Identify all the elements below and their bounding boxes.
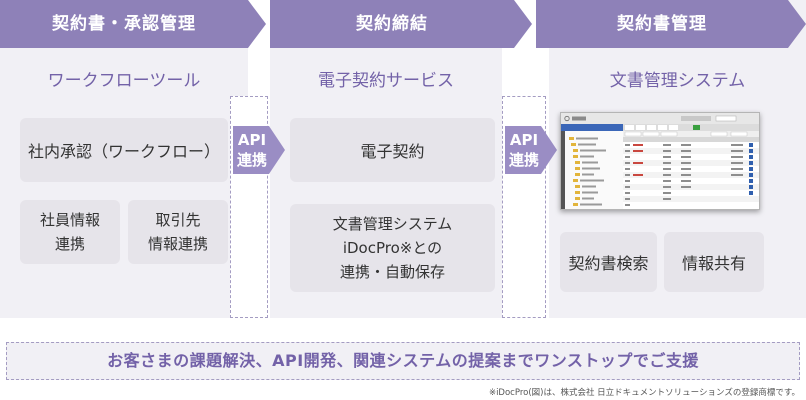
box-info-sharing: 情報共有 bbox=[664, 232, 764, 292]
box-idocpro-line2: iDocPro※との bbox=[342, 239, 443, 257]
api-link-label-2: API 連携 bbox=[505, 130, 543, 170]
trademark-footnote: ※iDocPro(図)は、株式会社 日立ドキュメントソリューションズの登録商標で… bbox=[488, 388, 800, 398]
column-header-workflow: 契約書・承認管理 bbox=[52, 14, 196, 34]
box-employee-info: 社員情報 連携 bbox=[20, 200, 120, 264]
box-internal-approval: 社内承認（ワークフロー） bbox=[20, 118, 228, 182]
header-chevron-workflow: 契約書・承認管理 bbox=[0, 0, 266, 48]
box-contract-search: 契約書検索 bbox=[560, 232, 657, 292]
api-link-arrow-2: API 連携 bbox=[505, 126, 557, 174]
box-esign: 電子契約 bbox=[290, 118, 495, 182]
subtitle-esign-service: 電子契約サービス bbox=[318, 71, 454, 91]
api-link-2-line2: 連携 bbox=[508, 151, 539, 169]
box-info-sharing-label: 情報共有 bbox=[681, 254, 746, 273]
box-supplier-info-line2: 情報連携 bbox=[147, 235, 208, 253]
header-chevron-esign: 契約締結 bbox=[270, 0, 532, 48]
subtitle-doc-mgmt-system: 文書管理システム bbox=[609, 71, 746, 91]
header-chevron-docmgmt: 契約書管理 bbox=[536, 0, 806, 48]
box-esign-label: 電子契約 bbox=[360, 142, 425, 161]
doc-management-screenshot-graphic bbox=[561, 113, 759, 209]
column-header-docmgmt: 契約書管理 bbox=[617, 14, 707, 34]
box-idocpro-line1: 文書管理システム bbox=[332, 215, 453, 233]
box-contract-search-label: 契約書検索 bbox=[568, 254, 649, 273]
box-internal-approval-label: 社内承認（ワークフロー） bbox=[27, 142, 220, 161]
box-employee-info-line2: 連携 bbox=[54, 235, 85, 253]
api-link-arrow-1: API 連携 bbox=[233, 126, 285, 174]
box-supplier-info-line1: 取引先 bbox=[155, 211, 201, 229]
one-stop-support-banner: お客さまの課題解決、API開発、関連システムの提案までワンストップでご支援 bbox=[6, 342, 800, 380]
api-link-2-line1: API bbox=[509, 131, 539, 149]
api-link-label-1: API 連携 bbox=[233, 130, 271, 170]
api-link-1-line1: API bbox=[237, 131, 267, 149]
box-idocpro-integration: 文書管理システム iDocPro※との 連携・自動保存 bbox=[290, 204, 495, 292]
column-header-esign: 契約締結 bbox=[356, 14, 428, 34]
box-employee-info-line1: 社員情報 bbox=[39, 211, 100, 229]
api-link-1-line2: 連携 bbox=[236, 151, 267, 169]
box-idocpro-line3: 連携・自動保存 bbox=[339, 263, 445, 281]
box-supplier-info: 取引先 情報連携 bbox=[128, 200, 228, 264]
subtitle-workflow-tool: ワークフローツール bbox=[47, 71, 201, 91]
doc-management-screenshot bbox=[560, 112, 760, 210]
